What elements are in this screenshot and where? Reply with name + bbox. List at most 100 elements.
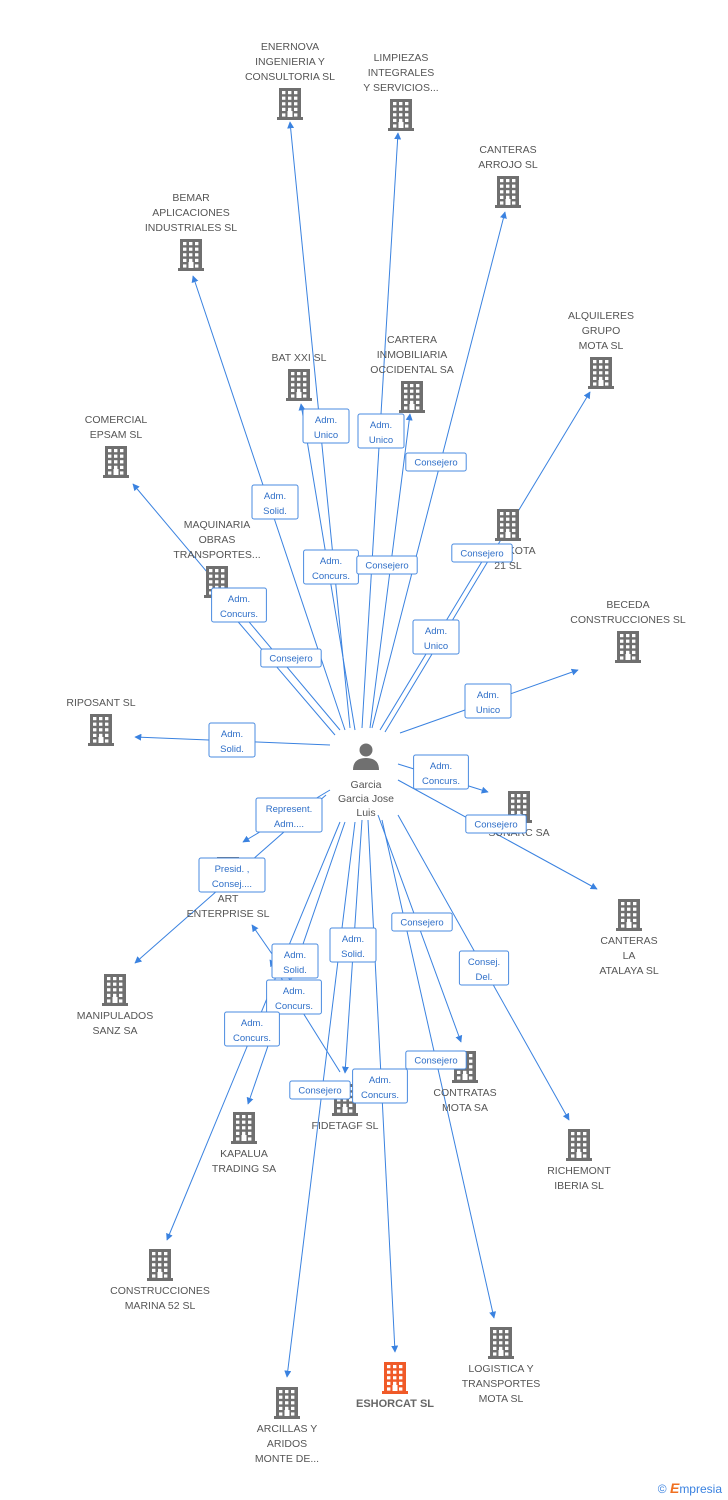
company-node-riposant[interactable]: RIPOSANT SL xyxy=(66,697,136,746)
company-node-maquinaria[interactable]: MAQUINARIAOBRASTRANSPORTES... xyxy=(173,519,261,598)
relation-text: Adm. xyxy=(315,415,337,426)
company-label: KAPALUA xyxy=(220,1148,268,1160)
relation-label-r4[interactable]: Adm. Solid. xyxy=(251,484,299,520)
relation-label-r7[interactable]: Consejero xyxy=(451,543,513,563)
company-label: CARTERA xyxy=(387,334,437,346)
building-icon xyxy=(382,1362,408,1394)
building-icon xyxy=(399,381,425,413)
company-label: ATALAYA SL xyxy=(599,965,658,977)
company-node-inmokota[interactable]: INMOKOTA21 SL xyxy=(480,509,536,572)
relation-text: Presid. , xyxy=(215,864,250,875)
company-label: INMOBILIARIA xyxy=(377,349,448,361)
company-label: ARCILLAS Y xyxy=(257,1423,318,1435)
relation-label-r19[interactable]: Adm.Solid. xyxy=(329,927,377,963)
relation-text: Adm. xyxy=(370,420,392,431)
building-icon xyxy=(488,1327,514,1359)
building-icon xyxy=(588,357,614,389)
company-label: CONTRATAS xyxy=(433,1087,496,1099)
relation-label-r5[interactable]: Adm.Concurs. xyxy=(303,549,359,585)
relation-text: Solid. xyxy=(263,506,287,517)
company-label: CONSTRUCCIONES xyxy=(110,1285,210,1297)
company-label: 21 SL xyxy=(494,560,522,572)
company-node-eshorcat[interactable]: ESHORCAT SL xyxy=(356,1362,434,1410)
relation-label-r14[interactable]: Represent.Adm.... xyxy=(255,797,323,833)
relation-label-r22[interactable]: Adm.Concurs. xyxy=(224,1011,280,1047)
relation-text: Adm. xyxy=(477,690,499,701)
relation-label-r17[interactable]: Consejero xyxy=(391,912,453,932)
company-label: CANTERAS xyxy=(600,935,657,947)
relation-text: Adm. xyxy=(228,594,250,605)
company-label: MONTE DE... xyxy=(255,1453,319,1465)
brand-name: mpresia xyxy=(679,1482,722,1496)
relation-label-r21[interactable]: Adm.Concurs. xyxy=(266,979,322,1015)
relation-label-r1[interactable]: Adm.Unico xyxy=(302,408,350,444)
company-label: ART xyxy=(218,893,239,905)
relation-text: Adm.... xyxy=(274,819,304,830)
company-node-manipulados[interactable]: MANIPULADOS SANZ SA xyxy=(77,974,153,1037)
relation-label-r16[interactable]: Presid. , Consej.... xyxy=(198,857,266,893)
relation-label-r2[interactable]: Adm.Unico xyxy=(357,413,405,449)
relation-label-r23[interactable]: Consejero xyxy=(405,1050,467,1070)
person-name-label: Luis xyxy=(356,807,375,819)
company-label: SANZ SA xyxy=(93,1025,138,1037)
relation-label-r10[interactable]: Consejero xyxy=(260,648,322,668)
relation-text: Unico xyxy=(424,641,448,652)
relation-label-r6[interactable]: Consejero xyxy=(356,555,418,575)
company-label: TRADING SA xyxy=(212,1163,276,1175)
relation-label-r12[interactable]: Adm.Solid. xyxy=(208,722,256,758)
company-label: LA xyxy=(623,950,636,962)
company-node-canteras-atalaya[interactable]: CANTERAS LA ATALAYA SL xyxy=(599,899,659,977)
company-label: MANIPULADOS xyxy=(77,1010,153,1022)
relation-text: Adm. xyxy=(369,1075,391,1086)
relation-label-r9[interactable]: Adm. Unico xyxy=(412,619,460,655)
company-label: MOTA SL xyxy=(579,340,624,352)
relation-text: Concurs. xyxy=(233,1033,271,1044)
company-label: LOGISTICA Y xyxy=(468,1363,533,1375)
relation-label-r25[interactable]: Adm.Concurs. xyxy=(352,1068,408,1104)
relation-text: Adm. xyxy=(320,556,342,567)
building-icon xyxy=(103,446,129,478)
person-name-label: Garcia xyxy=(351,779,382,791)
relation-label-r24[interactable]: Consejero xyxy=(289,1080,351,1100)
company-label: BAT XXI SL xyxy=(271,352,326,364)
company-label: LIMPIEZAS xyxy=(374,52,429,64)
relation-label-r11[interactable]: Adm.Unico xyxy=(464,683,512,719)
relation-label-r18[interactable]: Adm.Solid. xyxy=(271,943,319,979)
relation-label-r13[interactable]: Adm.Concurs. xyxy=(413,754,469,790)
company-label: TRANSPORTES... xyxy=(173,549,260,561)
relation-text: Consej. xyxy=(468,957,500,968)
company-node-bat-xxi[interactable]: BAT XXI SL xyxy=(271,352,327,401)
company-node-kapalua[interactable]: KAPALUA TRADING SA xyxy=(212,1112,276,1175)
relation-label-r3[interactable]: Consejero xyxy=(405,452,467,472)
relation-text: Consej.... xyxy=(212,879,252,890)
company-label: INGENIERIA Y xyxy=(255,56,325,68)
company-label: ENTERPRISE SL xyxy=(187,908,270,920)
relation-text: Adm. xyxy=(425,626,447,637)
relation-text: Solid. xyxy=(283,965,307,976)
relation-text: Adm. xyxy=(342,934,364,945)
relation-text: Adm. xyxy=(264,491,286,502)
person-icon xyxy=(353,743,379,770)
relation-label-r20[interactable]: Consej.Del. xyxy=(458,950,510,986)
relation-text: Consejero xyxy=(400,918,443,929)
relation-text: Consejero xyxy=(414,458,457,469)
company-label: Y SERVICIOS... xyxy=(363,82,438,94)
relation-text: Consejero xyxy=(269,654,312,665)
relation-label-r8[interactable]: Adm. Concurs. xyxy=(211,587,267,623)
relation-label-r15[interactable]: Consejero xyxy=(465,814,527,834)
relation-text: Concurs. xyxy=(220,609,258,620)
company-label: EPSAM SL xyxy=(90,429,143,441)
